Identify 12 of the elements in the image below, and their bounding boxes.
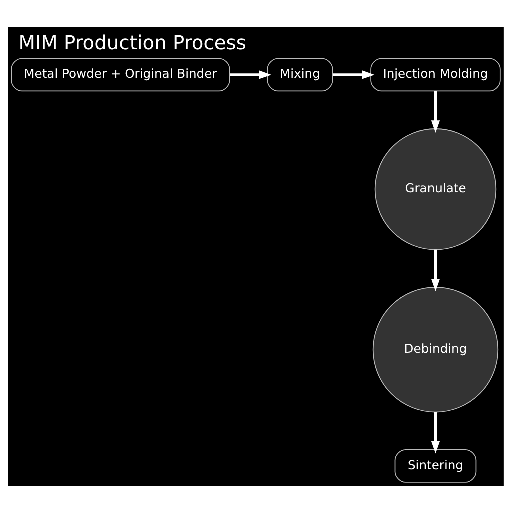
arrow — [333, 70, 375, 79]
node-box: Injection Molding — [370, 58, 501, 92]
diagram-title: MIM Production Process — [18, 31, 246, 54]
arrow — [230, 70, 272, 79]
node-circle: Granulate — [374, 128, 497, 250]
node-circle: Debinding — [372, 286, 499, 412]
node-box: Metal Powder + Original Binder — [11, 58, 230, 92]
node-box: Mixing — [267, 58, 334, 92]
arrow — [431, 90, 440, 133]
arrow — [431, 412, 440, 454]
arrow — [431, 249, 440, 292]
node-box: Sintering — [394, 448, 477, 482]
